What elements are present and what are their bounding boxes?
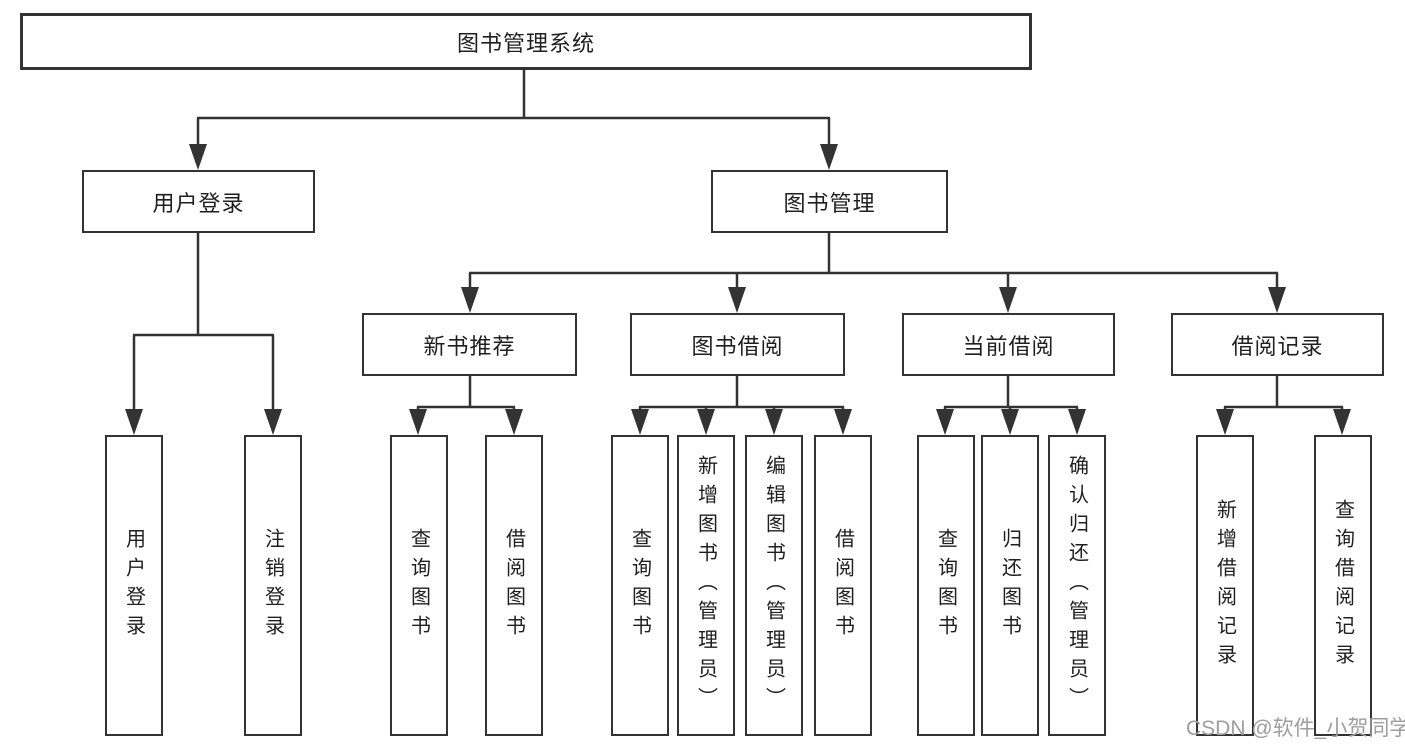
leaf-borrow-book: 借阅图书 [814, 435, 872, 736]
node-root-label: 图书管理系统 [456, 30, 595, 56]
leaf-edit-book-admin-label: 编辑图书（管理员） [762, 455, 785, 716]
node-book-management: 图书管理 [711, 170, 948, 233]
leaf-query-borrow-record: 查询借阅记录 [1314, 435, 1372, 736]
leaf-return-book-label: 归还图书 [998, 527, 1021, 644]
leaf-borrow-book-recommend: 借阅图书 [485, 435, 543, 736]
leaf-user-login-label: 用户登录 [122, 527, 145, 644]
leaf-query-book-recommend: 查询图书 [390, 435, 448, 736]
leaf-query-book-borrow: 查询图书 [611, 435, 669, 736]
leaf-confirm-return-admin: 确认归还（管理员） [1048, 435, 1106, 736]
node-borrow-record-label: 借阅记录 [1231, 333, 1324, 359]
leaf-edit-book-admin: 编辑图书（管理员） [745, 435, 803, 736]
leaf-add-borrow-record-label: 新增借阅记录 [1213, 498, 1236, 673]
node-current-borrow-label: 当前借阅 [962, 333, 1055, 359]
node-book-management-label: 图书管理 [783, 190, 876, 216]
leaf-borrow-book-recommend-label: 借阅图书 [502, 527, 525, 644]
leaf-query-book-current: 查询图书 [917, 435, 975, 736]
leaf-add-borrow-record: 新增借阅记录 [1196, 435, 1254, 736]
leaf-add-book-admin-label: 新增图书（管理员） [694, 455, 717, 716]
leaf-query-book-recommend-label: 查询图书 [407, 527, 430, 644]
leaf-confirm-return-admin-label: 确认归还（管理员） [1065, 455, 1088, 716]
leaf-query-book-current-label: 查询图书 [934, 527, 957, 644]
node-new-book-recommend-label: 新书推荐 [423, 333, 516, 359]
leaf-borrow-book-label: 借阅图书 [831, 527, 854, 644]
leaf-query-book-borrow-label: 查询图书 [628, 527, 651, 644]
node-user-login-label: 用户登录 [152, 190, 245, 216]
leaf-user-login: 用户登录 [105, 435, 163, 736]
node-root: 图书管理系统 [20, 13, 1032, 70]
watermark-text: CSDN @软件_小贺同学 [1186, 717, 1405, 740]
node-new-book-recommend: 新书推荐 [362, 313, 577, 376]
node-book-borrow-label: 图书借阅 [691, 333, 784, 359]
node-current-borrow: 当前借阅 [902, 313, 1115, 376]
leaf-query-borrow-record-label: 查询借阅记录 [1331, 498, 1354, 673]
leaf-logout: 注销登录 [244, 435, 302, 736]
leaf-logout-label: 注销登录 [261, 527, 284, 644]
node-book-borrow: 图书借阅 [630, 313, 845, 376]
leaf-return-book: 归还图书 [981, 435, 1039, 736]
node-borrow-record: 借阅记录 [1171, 313, 1384, 376]
node-user-login: 用户登录 [82, 170, 315, 233]
leaf-add-book-admin: 新增图书（管理员） [677, 435, 735, 736]
arrowheads [125, 144, 1351, 435]
